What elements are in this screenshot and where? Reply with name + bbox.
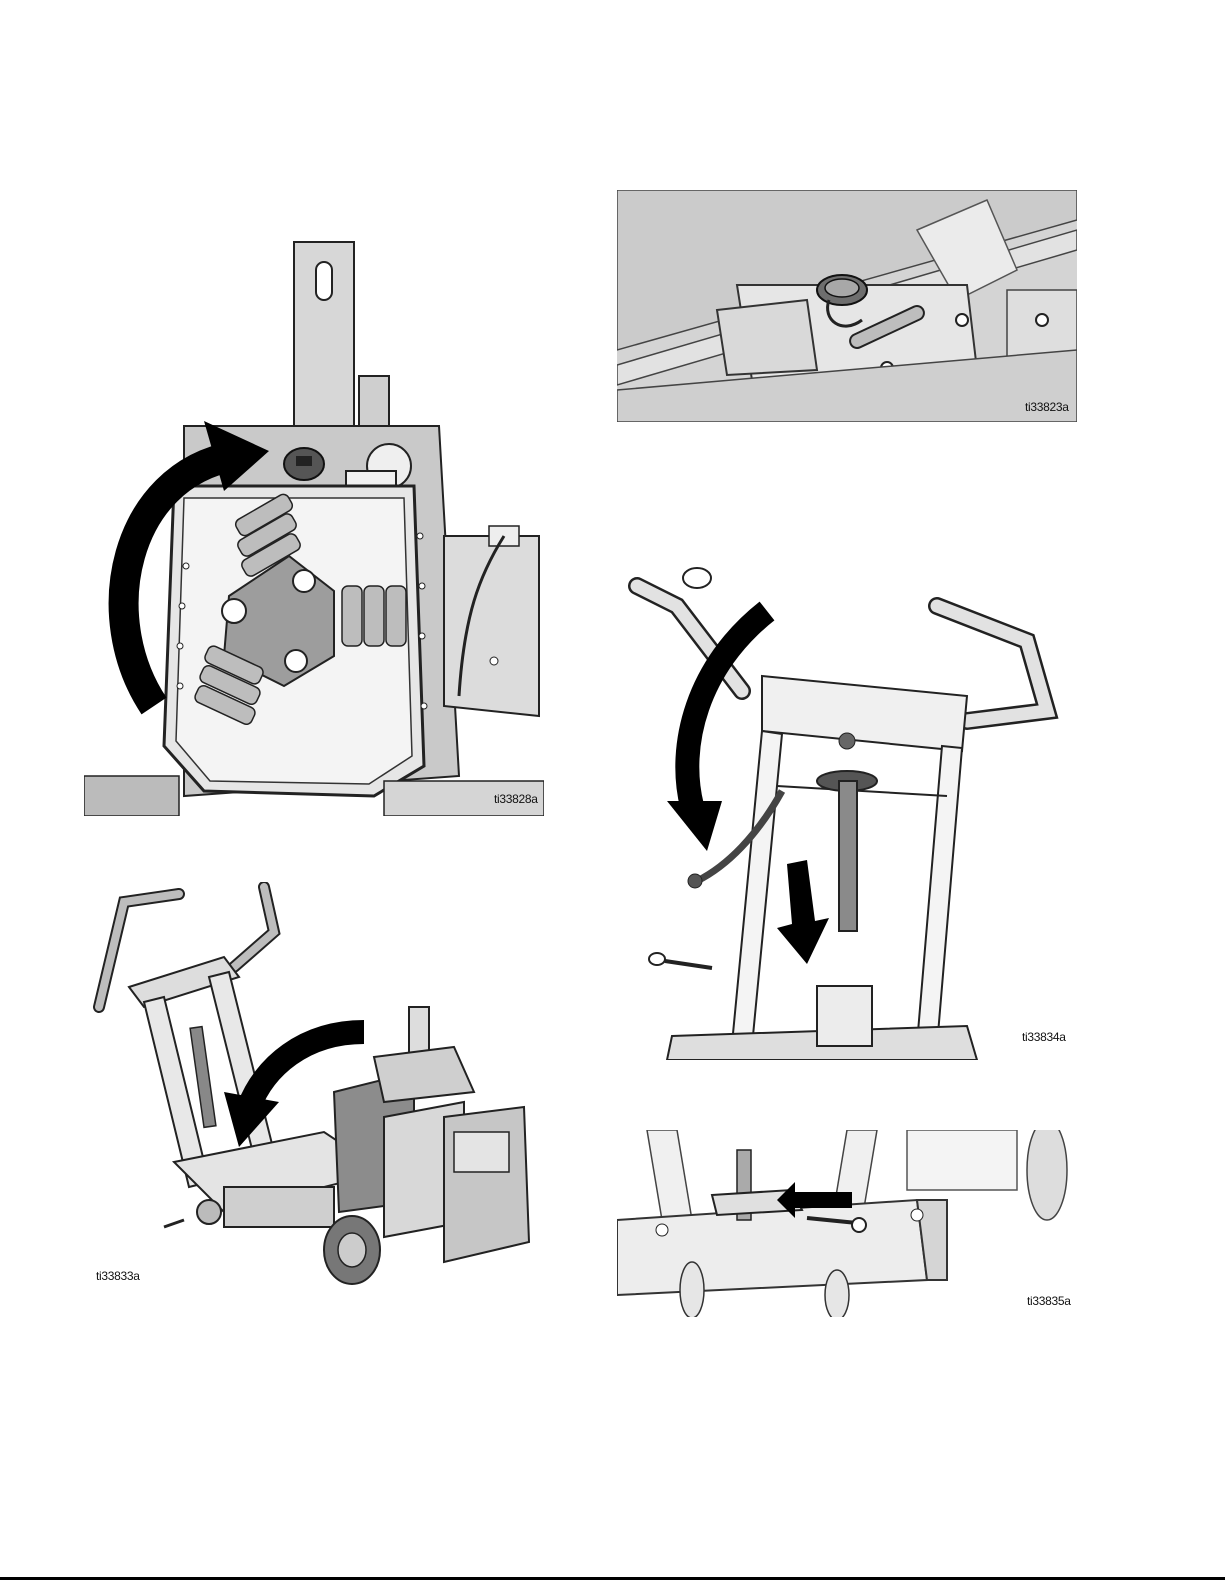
figure-id: ti33835a — [1027, 1294, 1071, 1308]
machine-overview-illustration — [84, 882, 549, 1307]
underside-detail-illustration — [617, 190, 1077, 422]
figure-id: ti33823a — [1025, 400, 1069, 414]
figure-underside-detail: ti33823a — [617, 190, 1077, 422]
figure-id: ti33828a — [494, 792, 538, 806]
door-open-illustration — [84, 236, 544, 816]
page-bottom-rule — [0, 1577, 1225, 1580]
figure-id: ti33833a — [96, 1269, 140, 1283]
figure-handlebar-fold: ti33834a — [617, 566, 1077, 1060]
figure-id: ti33834a — [1022, 1030, 1066, 1044]
figure-door-open: ti33828a — [84, 236, 544, 816]
figure-machine-overview: ti33833a — [84, 882, 549, 1307]
pin-insert-illustration — [617, 1130, 1077, 1317]
figure-pin-insert: ti33835a — [617, 1130, 1077, 1317]
handlebar-fold-illustration — [617, 566, 1077, 1060]
